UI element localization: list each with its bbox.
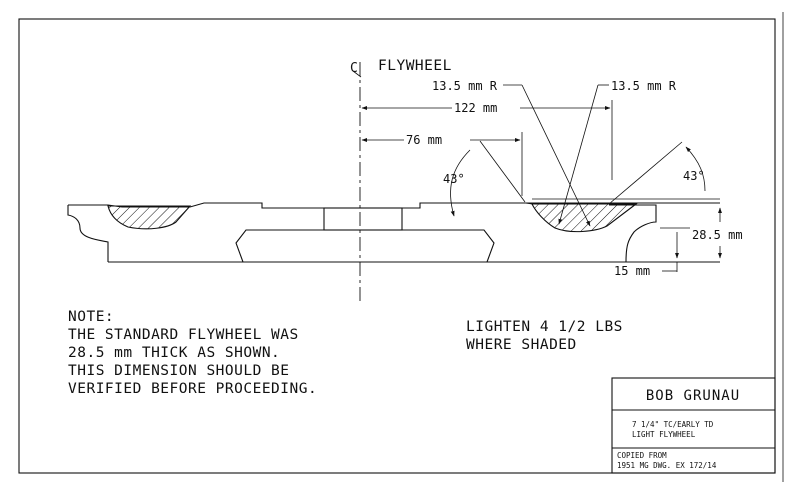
centerline-label: FLYWHEEL	[378, 58, 452, 74]
angle-left-label: 43°	[443, 172, 465, 186]
radius-left-label: 13.5 mm R	[432, 79, 498, 93]
title-block: BOB GRUNAU 7 1/4" TC/EARLY TD LIGHT FLYW…	[611, 377, 776, 474]
note-heading: NOTE:	[68, 309, 114, 325]
centerline-symbol: C	[350, 61, 358, 76]
note-line-2: 28.5 mm THICK AS SHOWN.	[68, 345, 280, 361]
dim-122-label: 122 mm	[454, 101, 497, 115]
radius-right-label: 13.5 mm R	[611, 79, 677, 93]
lighten-line-2: WHERE SHADED	[466, 337, 577, 353]
note-line-3: THIS DIMENSION SHOULD BE	[68, 363, 290, 379]
note-line-1: THE STANDARD FLYWHEEL WAS	[68, 327, 299, 343]
lighten-line-1: LIGHTEN 4 1/2 LBS	[466, 319, 623, 335]
title-block-source-1: COPIED FROM	[617, 451, 667, 460]
dim-rim-label: 15 mm	[614, 264, 650, 278]
flywheel-section	[67, 198, 720, 263]
sheet-border	[18, 18, 776, 474]
shaded-region-right	[531, 203, 638, 233]
lighten-note: LIGHTEN 4 1/2 LBS WHERE SHADED	[466, 319, 623, 353]
title-block-desc-1: 7 1/4" TC/EARLY TD	[632, 420, 714, 429]
title-block-name: BOB GRUNAU	[646, 388, 740, 404]
shaded-region-left	[107, 205, 192, 230]
title-block-source-2: 1951 MG DWG. EX 172/14	[617, 461, 717, 470]
angle-right-label: 43°	[683, 169, 705, 183]
title-block-desc-2: LIGHT FLYWHEEL	[632, 430, 696, 439]
dim-76-label: 76 mm	[406, 133, 442, 147]
dim-thickness-label: 28.5 mm	[692, 228, 743, 242]
note-block: NOTE: THE STANDARD FLYWHEEL WAS 28.5 mm …	[68, 309, 317, 397]
note-line-4: VERIFIED BEFORE PROCEEDING.	[68, 381, 317, 397]
